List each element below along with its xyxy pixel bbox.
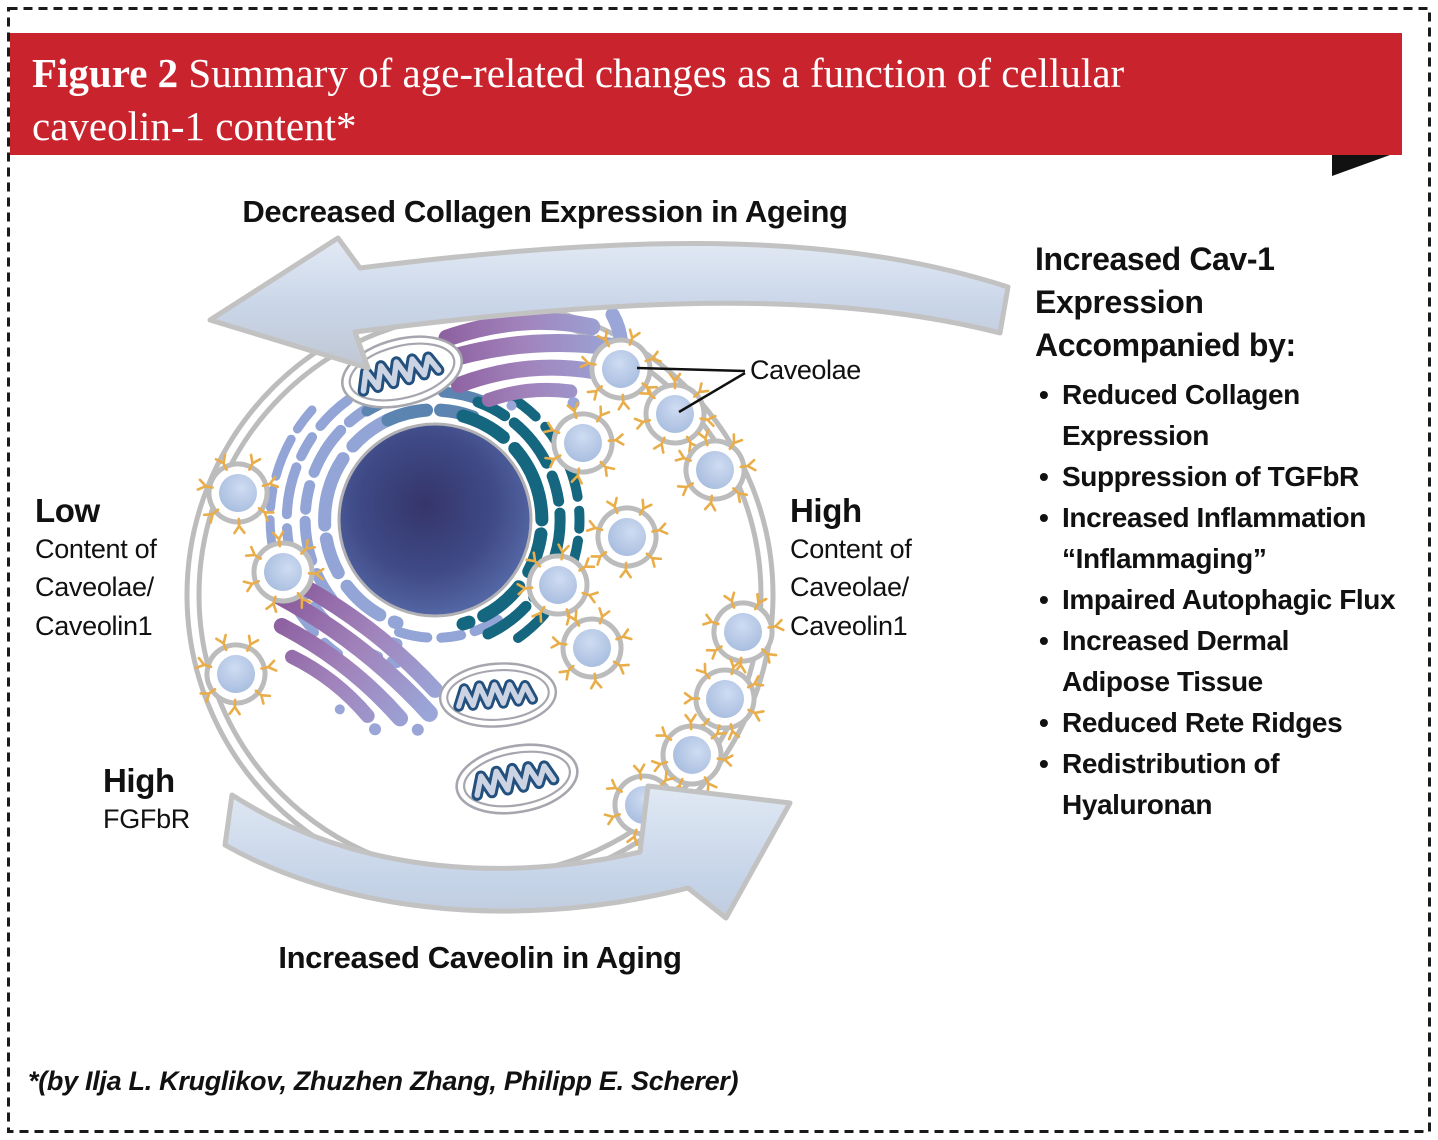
panel-heading-line: Increased Cav-1 [1035,241,1275,277]
vesicle [240,528,327,614]
high-content-title: High [790,492,862,529]
endoplasmic-reticulum [265,386,585,668]
caveola [666,421,764,518]
caveolin-increase-arrow [222,783,793,921]
caveolae-label: Caveolae [750,355,861,385]
caveola [692,580,794,682]
label-line: Content of [35,533,157,564]
golgi-apparatus-top [425,307,628,411]
high-content-label: High Content of Caveolae/Caveolin1 [790,492,970,645]
golgi-apparatus-bottom [271,577,443,736]
label-line: Caveolae/ [790,572,909,603]
caveola [669,643,780,754]
figure-number: Figure 2 [32,50,179,96]
low-content-title: Low [35,492,100,529]
cytoplasmic-vesicles [240,390,678,694]
panel-bullet: Reduced Rete Ridges [1035,702,1397,743]
vesicle [546,601,638,694]
low-content-label: Low Content of Caveolae/Caveolin1 [35,492,215,645]
high-fgfbr-title: High [103,762,175,799]
credit-line: *(by Ilja L. Kruglikov, Zhuzhen Zhang, P… [28,1066,739,1096]
collagen-decrease-arrow [207,235,1011,371]
panel-bullet: Impaired Autophagic Flux [1035,579,1397,620]
nucleus [337,422,533,618]
label-line: Caveolin1 [35,610,153,641]
mitochondrion [451,736,583,822]
figure-title-banner: Figure 2 Summary of age-related changes … [10,33,1402,155]
label-line: FGFbR [103,803,191,834]
figure-title: Figure 2 Summary of age-related changes … [10,33,1272,154]
top-arrow-label: Decreased Collagen Expression in Ageing [242,194,848,229]
caveolae-pointer-lines [636,366,746,414]
panel-bullet: Increased Dermal Adipose Tissue [1035,620,1397,702]
label-line: Caveolin1 [790,610,908,641]
label-line: Content of [790,533,912,564]
high-content-lines: Content of Caveolae/Caveolin1 [790,530,970,645]
panel-bullet: Redistribution of Hyaluronan [1035,743,1397,825]
mitochondrion [438,660,558,731]
vesicle [530,390,636,496]
vesicle [502,528,614,640]
panel-heading-line: Accompanied by: [1035,327,1296,364]
caveola [619,357,731,469]
figure-title-text: Summary of age-related changes as a func… [32,50,1125,150]
panel-heading-line: Expression [1035,284,1204,321]
bottom-arrow-label: Increased Caveolin in Aging [278,940,682,975]
panel-bullet: Reduced Collagen Expression [1035,374,1397,456]
label-line: Caveolae/ [35,572,154,603]
caveola [589,749,699,859]
caveola [652,715,732,794]
banner-corner-fold [1332,155,1390,176]
panel-bullet: Suppression of TGFbR [1035,456,1397,497]
high-fgfbr-lines: FGFbR [103,800,303,838]
high-fgfbr-label: High FGFbR [103,762,303,838]
caveola [573,321,667,416]
low-content-lines: Content of Caveolae/Caveolin1 [35,530,215,645]
panel-bullet-list: Reduced Collagen ExpressionSuppression o… [1035,374,1397,825]
vesicle [576,485,678,587]
mitochondrion [335,325,469,419]
panel-bullet: Increased Inflammation “Inflammaging” [1035,497,1397,579]
